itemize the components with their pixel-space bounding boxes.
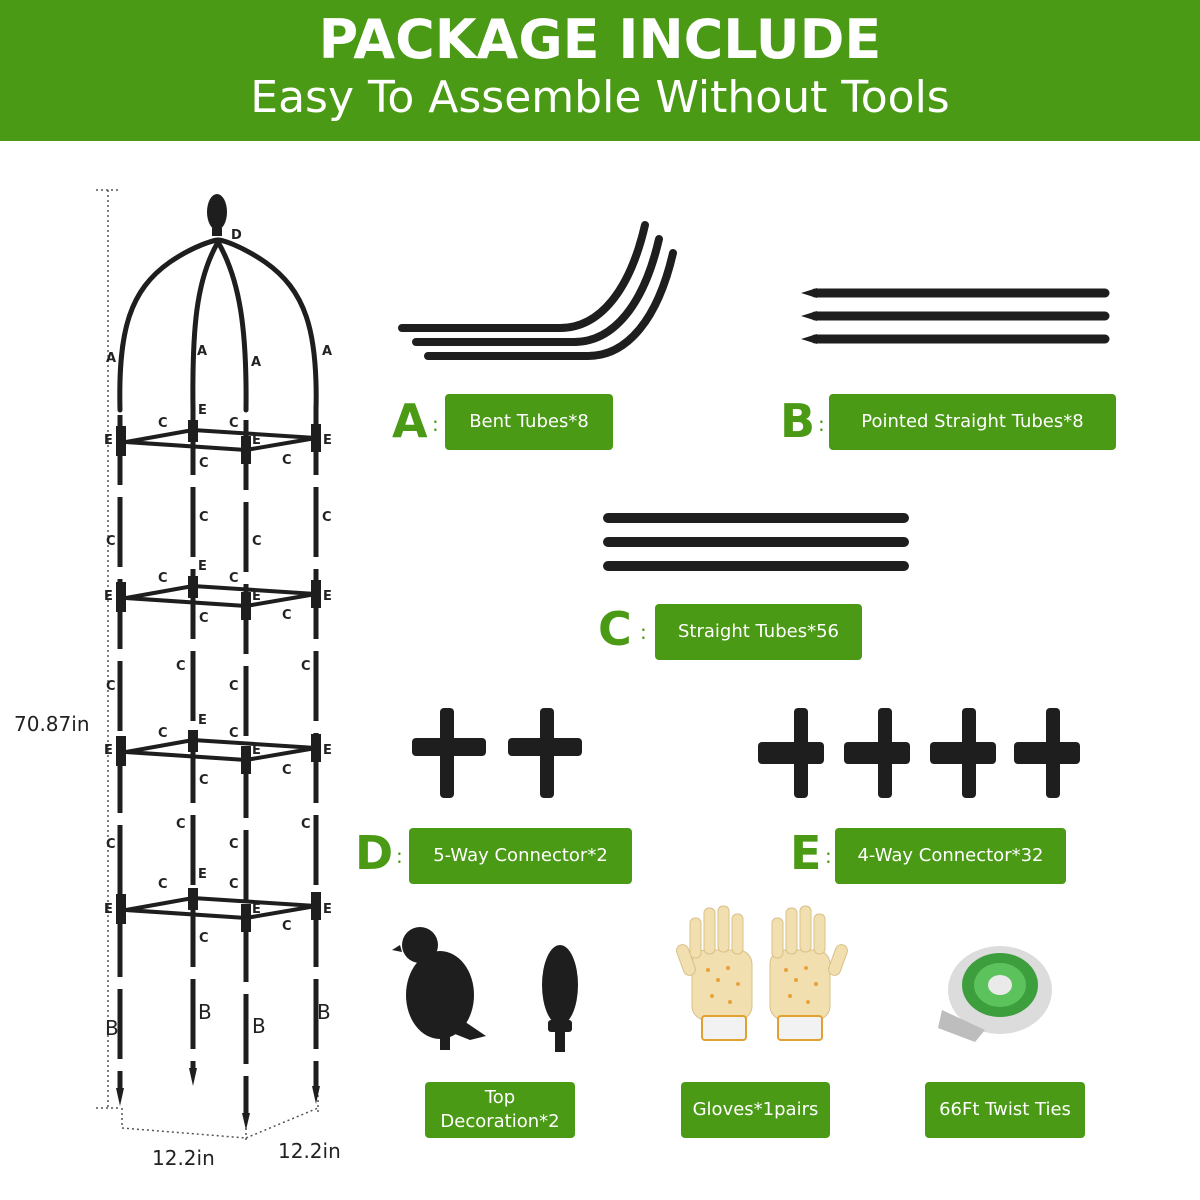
svg-text:E: E [323,433,332,448]
width-dimension-label-1: 12.2in [152,1146,215,1170]
svg-text:C: C [229,571,239,586]
svg-text:E: E [198,559,207,574]
svg-text:C: C [229,416,239,431]
badge-bent-tubes: Bent Tubes*8 [445,394,613,450]
part-letter-c: C [598,602,632,656]
colon-a: : [432,412,439,436]
svg-text:C: C [282,919,292,934]
svg-text:C: C [158,726,168,741]
svg-text:E: E [323,902,332,917]
badge-pointed-straight-tubes: Pointed Straight Tubes*8 [829,394,1116,450]
part-letter-b: B [780,394,816,448]
top-decorations-image [392,927,578,1052]
svg-text:C: C [282,763,292,778]
svg-text:A: A [106,351,116,366]
gloves-image [676,905,848,1041]
svg-text:E: E [198,403,207,418]
four-way-connectors-image [758,708,1080,798]
svg-text:C: C [199,611,209,626]
svg-text:B: B [252,1014,266,1038]
svg-text:C: C [199,456,209,471]
bent-tubes-image [398,221,677,360]
header-banner: PACKAGE INCLUDE Easy To Assemble Without… [0,0,1200,141]
badge-five-way-connector: 5-Way Connector*2 [409,828,632,884]
page-title: PACKAGE INCLUDE [318,8,882,71]
width-dimension-label-2: 12.2in [278,1139,341,1163]
svg-text:E: E [104,589,113,604]
svg-text:C: C [322,510,332,525]
page-subtitle: Easy To Assemble Without Tools [250,72,950,123]
svg-text:C: C [229,679,239,694]
svg-text:C: C [106,534,116,549]
badge-four-way-connector: 4-Way Connector*32 [835,828,1066,884]
badge-twist-ties: 66Ft Twist Ties [925,1082,1085,1138]
svg-text:C: C [106,679,116,694]
svg-text:D: D [231,228,242,243]
svg-text:E: E [104,902,113,917]
colon-d: : [396,844,403,868]
svg-text:A: A [322,344,332,359]
part-letter-a: A [392,394,428,448]
height-dimension-label: 70.87in [14,712,90,736]
svg-text:E: E [323,589,332,604]
svg-text:E: E [252,743,261,758]
svg-text:C: C [106,837,116,852]
svg-text:A: A [251,355,261,370]
badge-straight-tubes: Straight Tubes*56 [655,604,862,660]
svg-text:C: C [199,931,209,946]
svg-text:C: C [176,817,186,832]
badge-gloves: Gloves*1pairs [681,1082,830,1138]
svg-text:A: A [197,344,207,359]
svg-text:E: E [323,743,332,758]
svg-text:C: C [229,837,239,852]
svg-text:C: C [199,510,209,525]
twist-ties-image [938,946,1052,1042]
colon-b: : [818,412,825,436]
svg-text:E: E [252,902,261,917]
colon-e: : [825,844,832,868]
svg-text:E: E [104,433,113,448]
svg-text:B: B [105,1016,119,1040]
svg-text:B: B [198,1000,212,1024]
svg-text:C: C [176,659,186,674]
svg-text:C: C [301,817,311,832]
colon-c: : [640,620,647,644]
svg-text:C: C [199,773,209,788]
svg-text:E: E [198,867,207,882]
straight-tubes-image [603,513,909,571]
svg-text:E: E [252,589,261,604]
part-letter-d: D [355,826,394,880]
svg-text:E: E [252,433,261,448]
svg-text:C: C [301,659,311,674]
part-letter-e: E [790,826,822,880]
svg-text:C: C [282,608,292,623]
badge-top-decoration: Top Decoration*2 [425,1082,575,1138]
svg-text:C: C [158,416,168,431]
svg-text:C: C [158,877,168,892]
pointed-straight-tubes-image [801,288,1110,344]
svg-text:C: C [282,453,292,468]
svg-text:C: C [158,571,168,586]
five-way-connectors-image [412,708,582,798]
svg-text:E: E [104,743,113,758]
svg-text:C: C [252,534,262,549]
svg-text:E: E [198,713,207,728]
svg-text:B: B [317,1000,331,1024]
svg-text:C: C [229,877,239,892]
svg-text:C: C [229,726,239,741]
